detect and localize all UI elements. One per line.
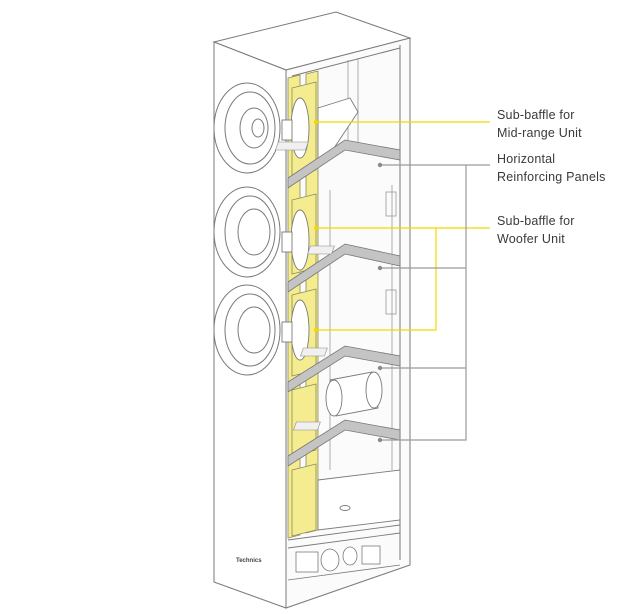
crossover-network (287, 545, 401, 581)
technics-logo: Technics (236, 558, 262, 564)
callout-woofer-sub-baffle: Sub-baffle for Woofer Unit (497, 212, 575, 248)
leader-dots-yellow (313, 119, 319, 333)
callout-woofer-line1: Sub-baffle for (497, 214, 575, 228)
midrange-enclosure (317, 97, 359, 163)
leader-lines-yellow (316, 121, 490, 331)
bottom-compartment (287, 469, 401, 549)
driver-woofer-lower (213, 284, 281, 376)
driver-midrange (213, 82, 281, 174)
driver-woofer-upper (213, 186, 281, 278)
panel-cutouts (274, 141, 335, 431)
leader-woofer-branch (316, 228, 437, 331)
reinforcing-panel-3 (287, 345, 401, 393)
callout-woofer-line2: Woofer Unit (497, 232, 565, 246)
callout-horizontal-panels: Horizontal Reinforcing Panels (497, 150, 606, 186)
reinforcing-panel-1 (287, 139, 401, 189)
bass-port-tube (325, 371, 383, 417)
reinforcing-panel-2 (287, 243, 401, 293)
callout-horizontal-line2: Reinforcing Panels (497, 170, 606, 184)
callout-midrange-sub-baffle: Sub-baffle for Mid-range Unit (497, 106, 582, 142)
callout-midrange-line2: Mid-range Unit (497, 126, 582, 140)
leader-horizontal-trunk (380, 165, 467, 441)
callout-midrange-line1: Sub-baffle for (497, 108, 575, 122)
leader-dots-gray (377, 162, 383, 443)
callout-horizontal-line1: Horizontal (497, 152, 556, 166)
driver-side-profiles (281, 97, 310, 361)
leader-lines-gray (380, 164, 490, 441)
